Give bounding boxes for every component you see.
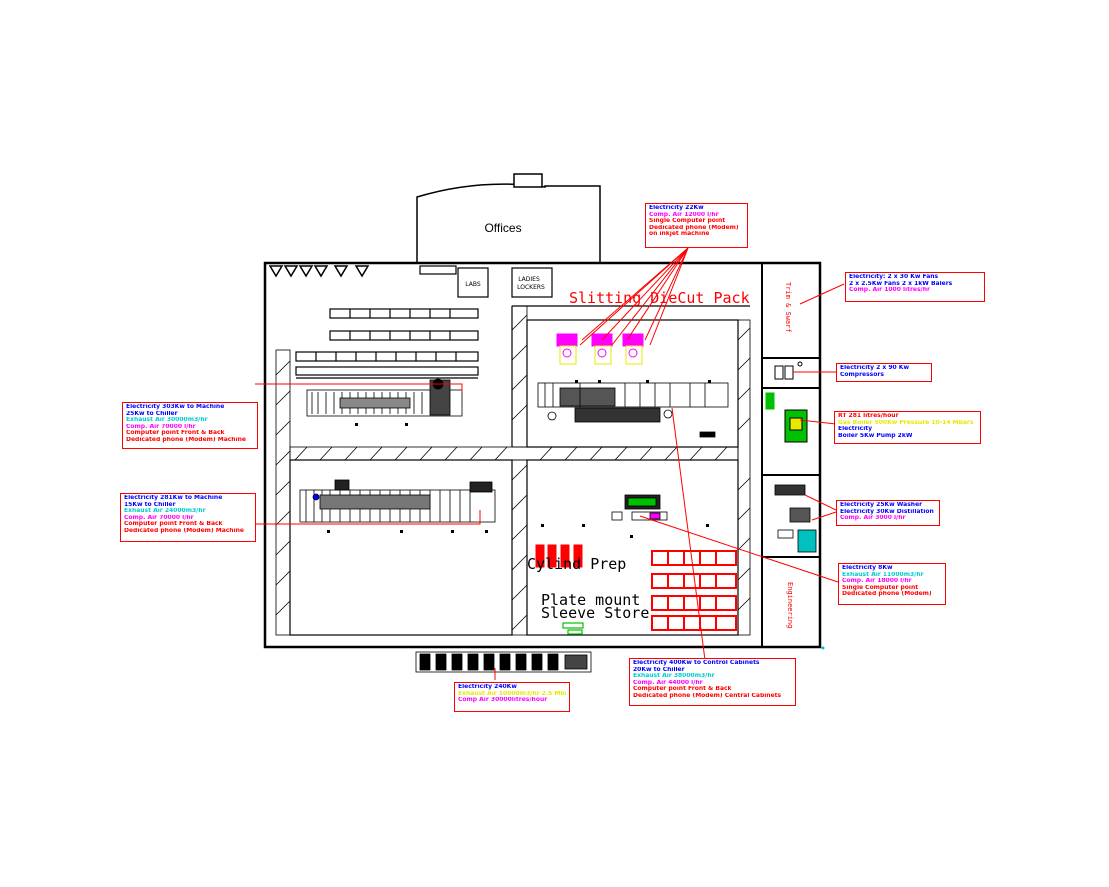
cylinder-racks: [535, 544, 583, 568]
callout-line: Comp. Air 12000 l/hr: [649, 211, 719, 218]
sleeve-store-label: Sleeve Store: [541, 604, 649, 622]
callout-line: Electricity: [838, 426, 873, 433]
callout-line: Computer point Front & Back: [633, 686, 732, 693]
callout-line: Electricity 281Kw to Machine: [124, 495, 223, 501]
callout-line: Comp. Air 1000 litres/hr: [849, 287, 930, 294]
callout-line: Comp. Air 70000 l/hr: [126, 423, 196, 430]
racking-rows: [295, 308, 479, 379]
callout-line: Single Computer point: [842, 584, 919, 591]
main-building-outline: [263, 261, 822, 649]
trim-room-label: Trim & Swarf: [784, 282, 792, 333]
callout-line: Electricity 30Kw Distillation: [840, 508, 934, 515]
callout-line: Comp. Air 3000 l/hr: [840, 515, 906, 522]
callout-line: Exhaust Air 30000m3/hr: [126, 417, 208, 424]
callout-line: Exhaust Air 11000m3/hr: [842, 571, 924, 578]
engineering-room-label: Engineering: [786, 582, 794, 628]
callout-line: Gas Boiler 500Kw Pressure 10-14 Mbars: [838, 419, 974, 426]
callout-line: on inkjet machine: [649, 231, 710, 238]
callout-line: Boiler 5Kw Pump 2kW: [838, 432, 913, 439]
callout-line: Computer point Front & Back: [126, 430, 225, 437]
callout-line: 15Kw to Chiller: [124, 501, 176, 508]
press-machine-lower: [299, 479, 496, 523]
slitting-area-label: Slitting DieCut Pack: [569, 289, 750, 307]
inkjet-machines: [556, 333, 644, 365]
slitting-machines: [537, 382, 729, 438]
callout-line: Electricity 22Kw: [649, 205, 704, 211]
callout-line: Comp. Air 70000 l/hr: [124, 514, 194, 521]
callout-line: Dedicated phone (Modem): [842, 591, 932, 598]
callout-line: Electricity 240Kw: [458, 684, 517, 690]
callout-line: Electricity 2 x 90 Kw: [840, 365, 909, 371]
callout-line: Electricity 400Kw to Control Cabinets: [633, 660, 760, 666]
callout-line: Exhaust Air 10000m3/hr 2.5 Mbar: [458, 690, 566, 697]
press-machine-upper: [306, 378, 463, 417]
hatched-corridors: [275, 305, 751, 636]
entry-markers: [268, 265, 370, 278]
callout-line: Exhaust Air 24000m3/hr: [124, 508, 206, 515]
external-plant: [415, 651, 592, 673]
callout-line: Electricity 25Kw Washer: [840, 502, 923, 508]
callout-line: Electricity: 2 x 30 Kw Fans: [849, 274, 939, 280]
drawing-marker: [821, 646, 825, 650]
washer-units: [774, 484, 817, 553]
callout-line: Comp. Air 44000 l/hr: [633, 679, 703, 686]
callout-line: Dedicated phone (Modem) Machine: [124, 527, 244, 534]
callout-line: Electricity 303Kw to Machine: [126, 404, 225, 410]
callout-line: Compressors: [840, 371, 884, 378]
labs-label: LABS: [465, 281, 481, 288]
callout-line: Computer point Front & Back: [124, 521, 223, 528]
plate-mount-table: [562, 622, 584, 635]
callout-line: Comp. Air 18000 l/hr: [842, 578, 912, 585]
callout-line: 20Kw to Chiller: [633, 666, 685, 673]
offices-building: [416, 173, 601, 264]
boiler-plant: [765, 392, 808, 443]
callout-line: 2 x 2.5Kw Fans 2 x 1kW Balers: [849, 280, 953, 287]
compressor-units: [774, 361, 803, 380]
callout-line: Dedicated phone (Modem) Machine: [126, 436, 246, 443]
offices-label: Offices: [484, 221, 521, 235]
ladies-lockers-label-1: LADIES: [518, 276, 540, 283]
callout-line: Exhaust Air 38000m3/hr: [633, 673, 715, 680]
sleeve-racks: [651, 550, 737, 631]
callout-line: Electricity 8Kw: [842, 565, 893, 571]
callout-line: Single Computer point: [649, 218, 726, 225]
callout-line: 25Kw to Chiller: [126, 410, 178, 417]
misc-markers: [327, 380, 711, 538]
callout-line: RT 281 litres/hour: [838, 413, 899, 419]
plate-mount-label: Plate mount: [541, 591, 640, 609]
callout-leaders: [255, 247, 845, 680]
plate-processor: [611, 494, 668, 521]
callout-line: Comp Air 30000litres/hour: [458, 697, 548, 704]
callout-line: Dedicated phone (Modem) Central Cabinets: [633, 692, 782, 699]
callout-line: Dedicated phone (Modem): [649, 224, 739, 231]
interior-rooms: [289, 265, 750, 636]
ladies-lockers-label-2: LOCKERS: [517, 284, 545, 291]
cylinder-prep-label: Cylind Prep: [527, 555, 626, 573]
